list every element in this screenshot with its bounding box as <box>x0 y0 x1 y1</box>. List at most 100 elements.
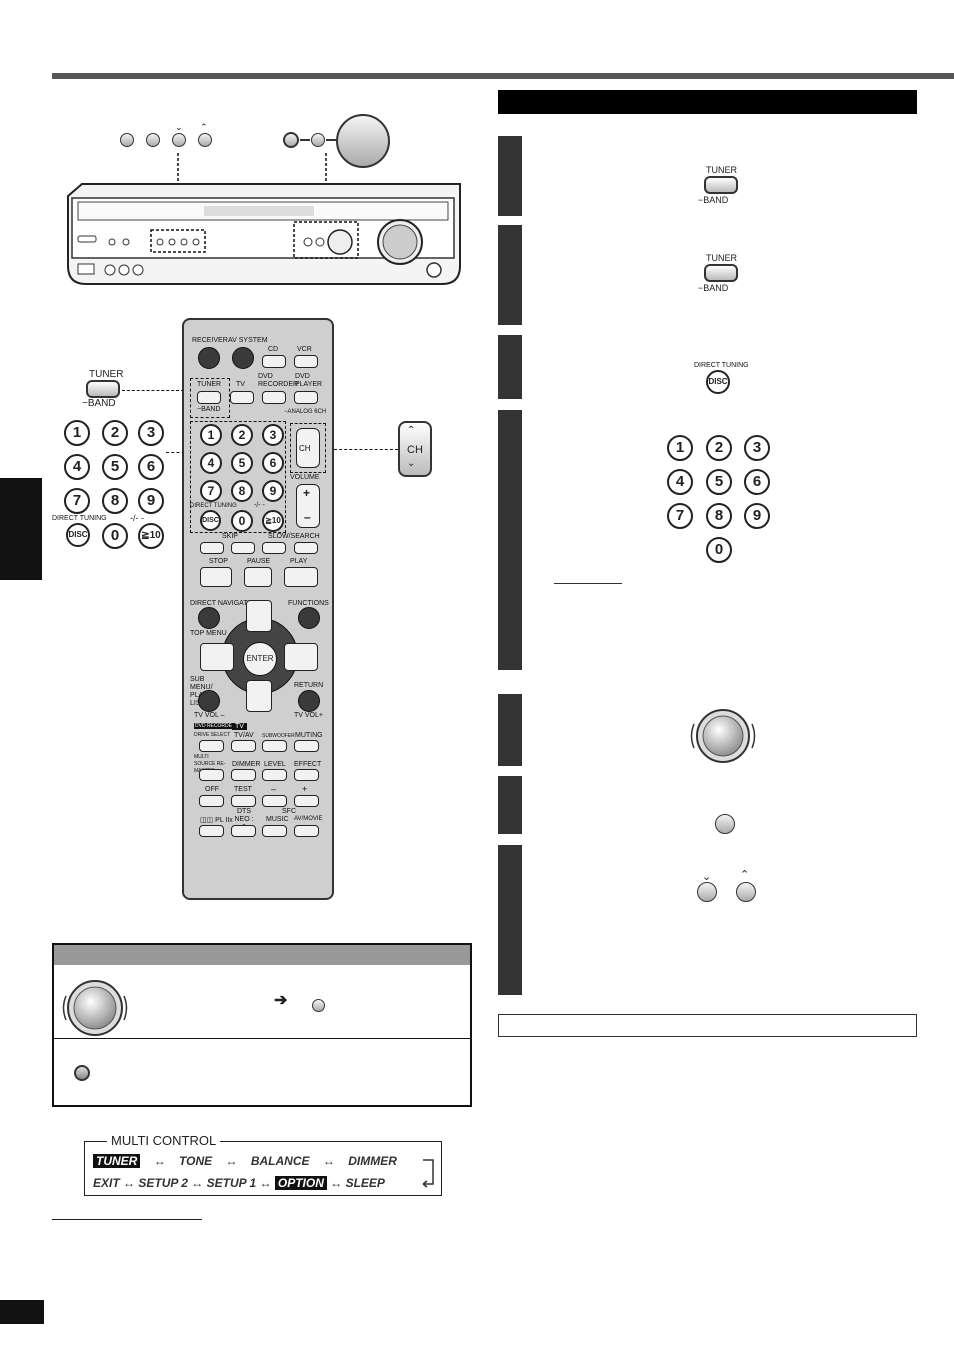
step1-tuner-button[interactable] <box>704 176 738 194</box>
remote-search-back-button[interactable] <box>262 542 286 554</box>
remote-vcr-button[interactable] <box>294 355 318 368</box>
remote-key-5[interactable]: 5 <box>231 452 253 474</box>
remote-up-button[interactable] <box>246 600 272 632</box>
step4-key-3[interactable]: 3 <box>744 435 770 461</box>
remote-functions-button[interactable] <box>298 607 320 629</box>
step4-key-8[interactable]: 8 <box>706 503 732 529</box>
step2-tuner-button[interactable] <box>704 264 738 282</box>
step4-key-6[interactable]: 6 <box>744 469 770 495</box>
remote-skip-label: SKIP <box>222 533 238 540</box>
remote-direct-navigator-button[interactable] <box>198 607 220 629</box>
step3-disc-button[interactable]: DISC <box>706 370 730 394</box>
remote-dimmer-button[interactable] <box>231 769 256 781</box>
callout-key-5[interactable]: 5 <box>102 454 128 480</box>
remote-tv-button[interactable] <box>230 391 254 404</box>
remote-stop-button[interactable] <box>200 567 232 587</box>
remote-dvd-player-button[interactable] <box>294 391 318 404</box>
remote-test-button[interactable] <box>231 795 256 807</box>
step4-key-9[interactable]: 9 <box>744 503 770 529</box>
remote-music-button[interactable] <box>262 825 287 837</box>
callout-key-8[interactable]: 8 <box>102 488 128 514</box>
callout-disc-button[interactable]: DISC <box>66 523 90 547</box>
callout-key-2[interactable]: 2 <box>102 420 128 446</box>
remote-key-4[interactable]: 4 <box>200 452 222 474</box>
callout-tuner-button[interactable] <box>86 380 120 398</box>
remote-subwoofer-button[interactable] <box>262 740 287 752</box>
step4-key-2[interactable]: 2 <box>706 435 732 461</box>
remote-sub-menu-button[interactable] <box>198 690 220 712</box>
step4-key-0[interactable]: 0 <box>706 537 732 563</box>
remote-level-plus-button[interactable] <box>294 795 319 807</box>
remote-level-minus-button[interactable] <box>262 795 287 807</box>
callout-key-6[interactable]: 6 <box>138 454 164 480</box>
remote-play-button[interactable] <box>284 567 318 587</box>
remote-muting-button[interactable] <box>294 740 319 752</box>
remote-skip-forward-button[interactable] <box>231 542 255 554</box>
callout-10-key[interactable]: ≧10 <box>138 523 164 549</box>
remote-key-8[interactable]: 8 <box>231 480 253 502</box>
step4-key-5[interactable]: 5 <box>706 469 732 495</box>
remote-ch-button[interactable] <box>296 428 320 468</box>
callout-ch-leader <box>334 449 398 450</box>
remote-right-button[interactable] <box>284 643 318 671</box>
remote-tv-av-button[interactable] <box>231 740 256 752</box>
callout-key-1[interactable]: 1 <box>64 420 90 446</box>
mc-setup1: SETUP 1 <box>206 1176 257 1190</box>
remote-subwoofer-label: SUBWOOFER <box>262 733 295 739</box>
step4-key-7[interactable]: 7 <box>667 503 693 529</box>
remote-key-1[interactable]: 1 <box>200 424 222 446</box>
step4-key-1[interactable]: 1 <box>667 435 693 461</box>
remote-key-2[interactable]: 2 <box>231 424 253 446</box>
remote-left-button[interactable] <box>200 643 234 671</box>
remote-level-button[interactable] <box>262 769 287 781</box>
remote-stop-label: STOP <box>209 558 228 565</box>
mc-arrow: ↔ <box>191 1176 204 1190</box>
remote-keypad-highlight <box>190 421 286 533</box>
note-box <box>498 1014 917 1037</box>
remote-disc-button[interactable]: DISC <box>200 510 221 531</box>
remote-off-button[interactable] <box>199 795 224 807</box>
step7-down-button[interactable] <box>697 882 717 902</box>
remote-key-0[interactable]: 0 <box>231 510 253 532</box>
remote-volume-button[interactable] <box>296 484 320 528</box>
callout-ch-button[interactable] <box>398 421 432 477</box>
remote-effect-button[interactable] <box>294 769 319 781</box>
remote-down-button[interactable] <box>246 680 272 712</box>
receiver-top-button-2 <box>146 133 160 147</box>
step7-up-button[interactable] <box>736 882 756 902</box>
remote-dts-button[interactable] <box>231 825 256 837</box>
remote-10-key[interactable]: ≧10 <box>262 510 284 532</box>
knob-info-panel <box>52 943 472 1107</box>
mc-arrow: ↔ <box>330 1176 343 1190</box>
remote-key-9[interactable]: 9 <box>262 480 284 502</box>
remote-enter-button[interactable]: ENTER <box>243 642 277 676</box>
mc-arrow: ↔ <box>225 1154 238 1168</box>
remote-key-7[interactable]: 7 <box>200 480 222 502</box>
step4-key-4[interactable]: 4 <box>667 469 693 495</box>
step6-memory-button[interactable] <box>715 814 735 834</box>
receiver-connector-line-2 <box>326 139 336 141</box>
remote-search-forward-button[interactable] <box>294 542 318 554</box>
remote-key-6[interactable]: 6 <box>262 452 284 474</box>
remote-re-master-button[interactable] <box>199 769 224 781</box>
remote-dolby-button[interactable] <box>199 825 224 837</box>
remote-cd-button[interactable] <box>262 355 286 368</box>
callout-key-7[interactable]: 7 <box>64 488 90 514</box>
mc-option: OPTION <box>274 1176 327 1190</box>
remote-drive-select-button[interactable] <box>199 740 224 752</box>
callout-key-0[interactable]: 0 <box>102 523 128 549</box>
step5-multi-control-knob-icon[interactable] <box>688 706 758 766</box>
remote-return-button[interactable] <box>298 690 320 712</box>
remote-av-system-power-button[interactable] <box>232 347 254 369</box>
callout-key-9[interactable]: 9 <box>138 488 164 514</box>
remote-pause-button[interactable] <box>244 567 272 587</box>
remote-tuner-button[interactable] <box>197 391 221 404</box>
callout-key-4[interactable]: 4 <box>64 454 90 480</box>
remote-av-movie-button[interactable] <box>294 825 319 837</box>
remote-receiver-power-button[interactable] <box>198 347 220 369</box>
callout-key-3[interactable]: 3 <box>138 420 164 446</box>
remote-plus-label: + <box>302 784 308 794</box>
remote-key-3[interactable]: 3 <box>262 424 284 446</box>
remote-skip-back-button[interactable] <box>200 542 224 554</box>
remote-dvd-recorder-button[interactable] <box>262 391 286 404</box>
